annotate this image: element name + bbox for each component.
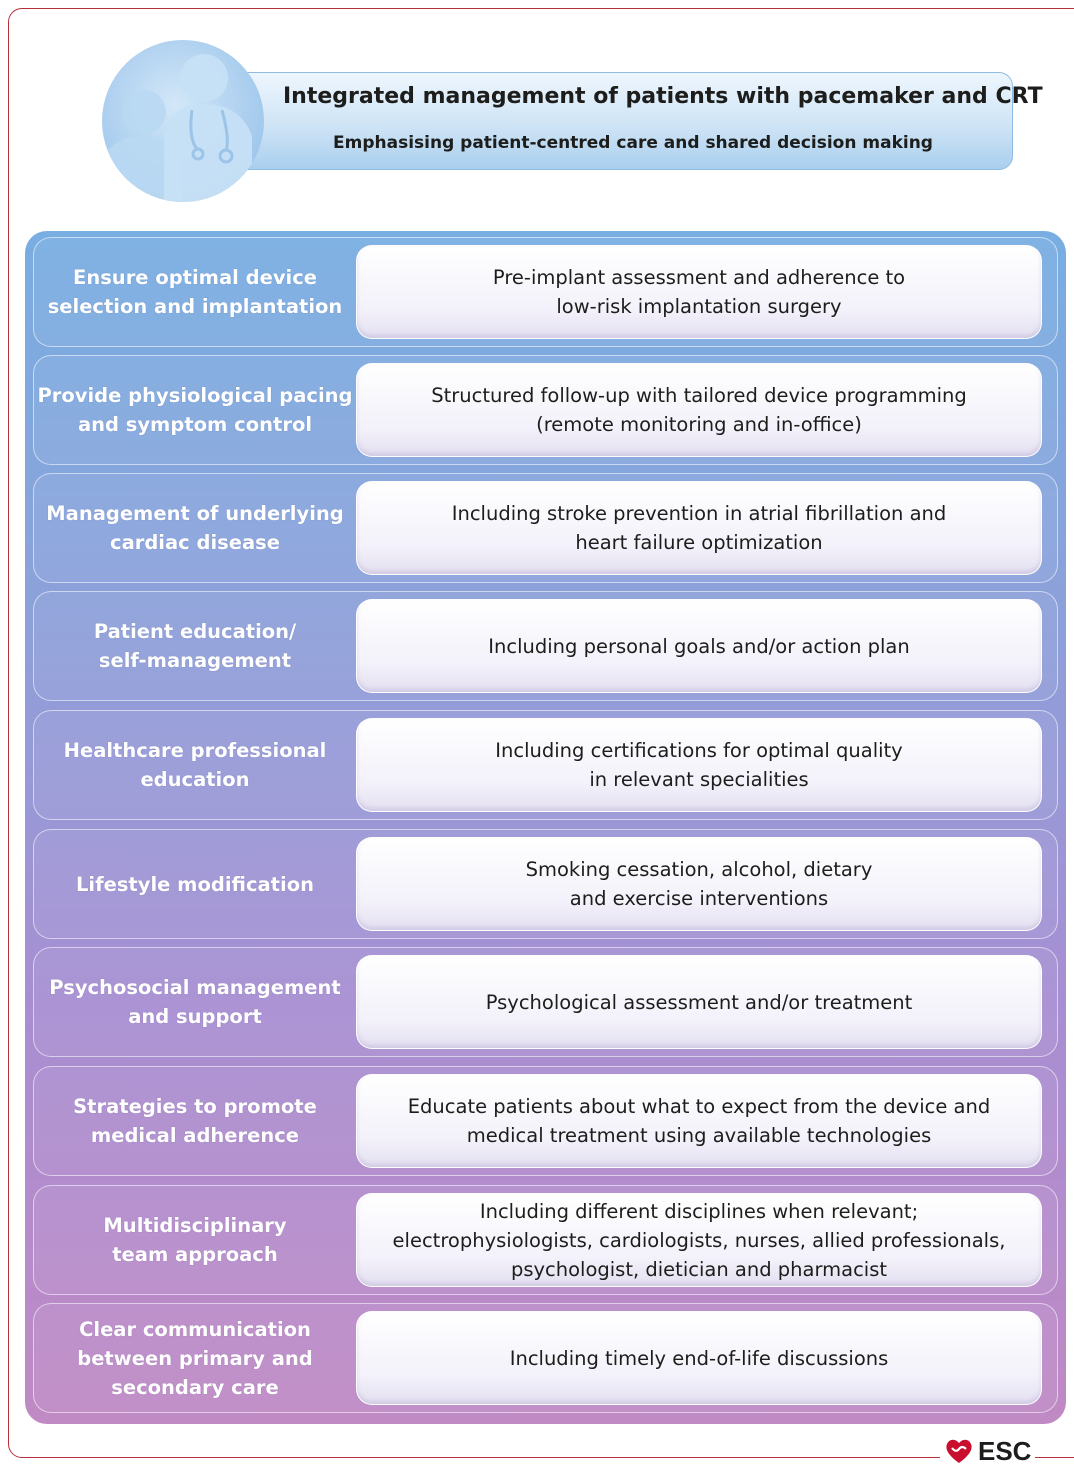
row-label: Healthcare professional education <box>63 739 327 791</box>
row-description: Including certifications for optimal qua… <box>356 718 1042 812</box>
row-physiological-pacing: Provide physiological pacing and symptom… <box>33 355 1058 465</box>
row-description: Including different disciplines when rel… <box>356 1193 1042 1287</box>
diagram-subtitle: Emphasising patient-centred care and sha… <box>333 133 933 153</box>
row-device-selection: Ensure optimal device selection and impl… <box>33 237 1058 347</box>
row-description: Structured follow-up with tailored devic… <box>356 363 1042 457</box>
row-description: Psychological assessment and/or treatmen… <box>356 955 1042 1049</box>
row-label: Lifestyle modification <box>76 872 314 896</box>
heart-icon <box>946 1439 972 1463</box>
row-multidisciplinary: Multidisciplinary team approach Includin… <box>33 1185 1058 1295</box>
row-patient-education: Patient education/ self-management Inclu… <box>33 591 1058 701</box>
row-label: Strategies to promote medical adherence <box>73 1095 317 1147</box>
esc-logo-text: ESC <box>978 1435 1032 1466</box>
diagram-title: Integrated management of patients with p… <box>283 84 1043 109</box>
row-description: Including timely end-of-life discussions <box>356 1311 1042 1405</box>
row-description: Pre-implant assessment and adherence to … <box>356 245 1042 339</box>
row-communication: Clear communication between primary and … <box>33 1303 1058 1413</box>
patient-doctor-icon <box>102 40 264 202</box>
row-label: Management of underlying cardiac disease <box>46 502 344 554</box>
row-label: Patient education/ self-management <box>93 620 297 672</box>
esc-logo: ESC <box>940 1435 1036 1466</box>
row-psychosocial: Psychosocial management and support Psyc… <box>33 947 1058 1057</box>
row-label: Provide physiological pacing and symptom… <box>37 384 353 436</box>
row-description: Educate patients about what to expect fr… <box>356 1074 1042 1168</box>
row-professional-education: Healthcare professional education Includ… <box>33 710 1058 820</box>
row-label: Clear communication between primary and … <box>77 1317 313 1399</box>
row-cardiac-disease: Management of underlying cardiac disease… <box>33 473 1058 583</box>
row-adherence: Strategies to promote medical adherence … <box>33 1066 1058 1176</box>
row-description: Including stroke prevention in atrial fi… <box>356 481 1042 575</box>
row-label: Ensure optimal device selection and impl… <box>47 266 343 318</box>
figure-frame <box>8 8 1074 1458</box>
row-label: Multidisciplinary team approach <box>103 1214 287 1266</box>
row-lifestyle: Lifestyle modification Smoking cessation… <box>33 829 1058 939</box>
row-label: Psychosocial management and support <box>49 976 341 1028</box>
row-description: Smoking cessation, alcohol, dietary and … <box>356 837 1042 931</box>
row-description: Including personal goals and/or action p… <box>356 599 1042 693</box>
